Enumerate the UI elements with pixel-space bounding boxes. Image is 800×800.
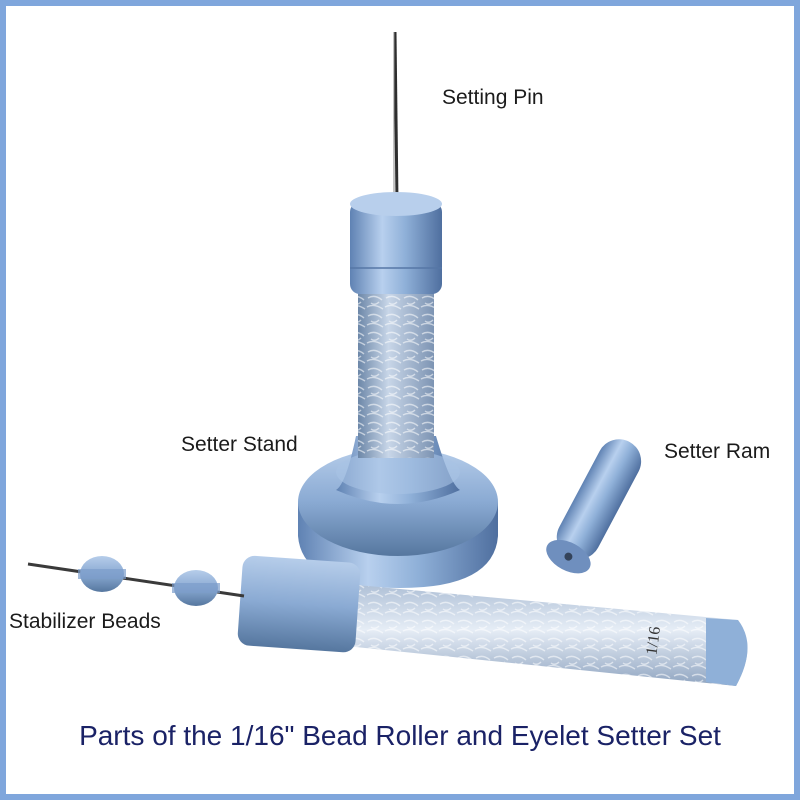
tube-marking: 1/16 [643,626,664,657]
caption: Parts of the 1/16" Bead Roller and Eyele… [79,720,721,751]
product-photo: 1/16 [27,31,748,686]
stabilizer-beads-label: Stabilizer Beads [9,610,161,633]
setter-stand-label: Setter Stand [181,433,298,456]
setter-ram-label: Setter Ram [664,440,771,463]
setting-pin [393,31,399,203]
setter-ram [546,439,642,574]
setting-pin-label: Setting Pin [442,86,544,109]
setter-stand [298,192,498,588]
stabilizer-beads [27,556,245,606]
bead-roller: 1/16 [237,555,748,686]
